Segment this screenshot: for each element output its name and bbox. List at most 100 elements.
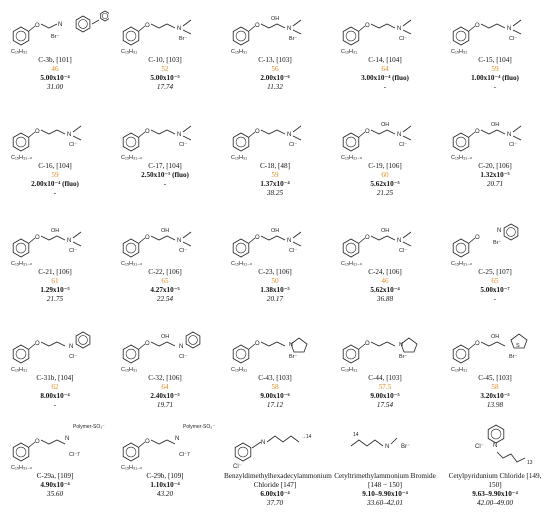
svg-text:C₁₅H₃₁₋ₙ: C₁₅H₃₁₋ₙ bbox=[121, 465, 143, 471]
svg-text:N: N bbox=[287, 26, 291, 32]
svg-text:O: O bbox=[35, 23, 40, 29]
svg-text:N: N bbox=[287, 132, 291, 138]
compound-yield: 58 bbox=[271, 383, 279, 391]
compound-yield: 59 bbox=[271, 171, 279, 179]
compound-label: C-29b, [109] bbox=[146, 472, 184, 480]
compound-cmc-value: 2.40x10⁻⁵ bbox=[150, 392, 180, 400]
svg-text:C₁₅H₃₁: C₁₅H₃₁ bbox=[121, 367, 137, 373]
svg-text:N: N bbox=[289, 342, 293, 348]
compound-label: C-31b, [104] bbox=[36, 374, 74, 382]
compound-extra-value: 17.12 bbox=[266, 401, 284, 409]
compound-cmc-value: 5.62x10⁻⁵ bbox=[370, 180, 400, 188]
chemical-structure: NCl⁻13 bbox=[475, 424, 533, 466]
svg-text:Br⁻: Br⁻ bbox=[289, 36, 298, 42]
svg-text:Cl⁻: Cl⁻ bbox=[289, 142, 297, 148]
compound-caption: C-17, [104]2.50x10⁻⁵ (fluo)- bbox=[110, 162, 220, 189]
svg-text:C₁₅H₃₁₋ₙ: C₁₅H₃₁₋ₙ bbox=[121, 261, 143, 267]
compound-cmc-value: 9.00x10⁻⁶ bbox=[260, 392, 290, 400]
svg-text:13: 13 bbox=[527, 460, 533, 466]
compound-yield: 65 bbox=[491, 277, 499, 285]
compound-cmc-value: 1.32x10⁻⁵ bbox=[480, 171, 510, 179]
svg-text:C₁₅H₃₁: C₁₅H₃₁ bbox=[451, 367, 467, 373]
svg-text:Br⁻: Br⁻ bbox=[493, 240, 502, 246]
compound-yield: 62 bbox=[51, 383, 59, 391]
svg-text:Br⁻: Br⁻ bbox=[399, 354, 408, 360]
compound-extra-value: - bbox=[383, 83, 387, 91]
svg-text:O: O bbox=[365, 23, 370, 29]
compound-cmc-value: 6.00x10⁻⁴ bbox=[260, 490, 290, 498]
compound-extra-value: - bbox=[163, 180, 167, 188]
svg-text:Cl⁻: Cl⁻ bbox=[69, 452, 77, 458]
svg-text:O: O bbox=[35, 439, 40, 445]
svg-text:O: O bbox=[35, 129, 40, 135]
compound-extra-value: 43.20 bbox=[156, 490, 174, 498]
svg-text:N: N bbox=[67, 132, 71, 138]
compound-extra-value: 35.60 bbox=[46, 490, 64, 498]
compound-extra-value: - bbox=[493, 83, 497, 91]
compound-label: C-25, [107] bbox=[478, 268, 512, 276]
svg-text:C₁₅H₃₁: C₁₅H₃₁ bbox=[231, 367, 247, 373]
svg-text:C₁₅H₃₁₋ₙ: C₁₅H₃₁₋ₙ bbox=[341, 155, 363, 161]
svg-text:Br⁻: Br⁻ bbox=[289, 354, 298, 360]
svg-text:O: O bbox=[145, 341, 150, 347]
compound-extra-value: 42.00–49.00 bbox=[477, 499, 513, 507]
compound-cmc-value: 1.10x10⁻⁴ bbox=[150, 481, 180, 489]
compound-yield: 59 bbox=[51, 171, 59, 179]
svg-text:C₁₅H₃₁₋ₙ: C₁₅H₃₁₋ₙ bbox=[11, 155, 33, 161]
svg-text:Cl⁻: Cl⁻ bbox=[509, 142, 517, 148]
svg-text:N: N bbox=[399, 342, 403, 348]
compound-label: C-10, [103] bbox=[148, 56, 182, 64]
compound-extra-value: 20.17 bbox=[266, 295, 284, 303]
compound-extra-value: 37.70 bbox=[266, 499, 284, 507]
svg-text:OH: OH bbox=[271, 16, 279, 22]
svg-text:O: O bbox=[255, 23, 260, 29]
compound-yield: 64 bbox=[161, 383, 169, 391]
compound-yield: 46 bbox=[381, 277, 389, 285]
compound-label: C-22, [106] bbox=[148, 268, 182, 276]
compound-cmc-value: 2.00x10⁻⁴ (fluo) bbox=[31, 180, 79, 188]
svg-text:OH: OH bbox=[161, 228, 169, 234]
svg-text:S: S bbox=[516, 343, 520, 349]
compound-label: Cetylpyridunium Chloride [149, 150] bbox=[448, 472, 542, 489]
compound-yield: 56 bbox=[271, 65, 279, 73]
svg-text:O: O bbox=[365, 129, 370, 135]
svg-text:OH: OH bbox=[381, 228, 389, 234]
compound-extra-value: 17.54 bbox=[376, 401, 394, 409]
svg-text:Br⁻: Br⁻ bbox=[401, 444, 410, 450]
svg-text:C₁₅H₃₁: C₁₅H₃₁ bbox=[11, 49, 27, 55]
compound-label: C-17, [104] bbox=[148, 162, 182, 170]
svg-text:N: N bbox=[397, 132, 401, 138]
svg-text:→14: →14 bbox=[301, 434, 312, 440]
compound-label: Cetyltrimethylammonium Bromide [148 − 15… bbox=[334, 472, 436, 489]
compound-label: C-15, [104] bbox=[478, 56, 512, 64]
svg-text:C₁₅H₃₁₋ₙ: C₁₅H₃₁₋ₙ bbox=[451, 261, 473, 267]
svg-text:O: O bbox=[475, 129, 480, 135]
compound-yield: 60 bbox=[381, 171, 389, 179]
